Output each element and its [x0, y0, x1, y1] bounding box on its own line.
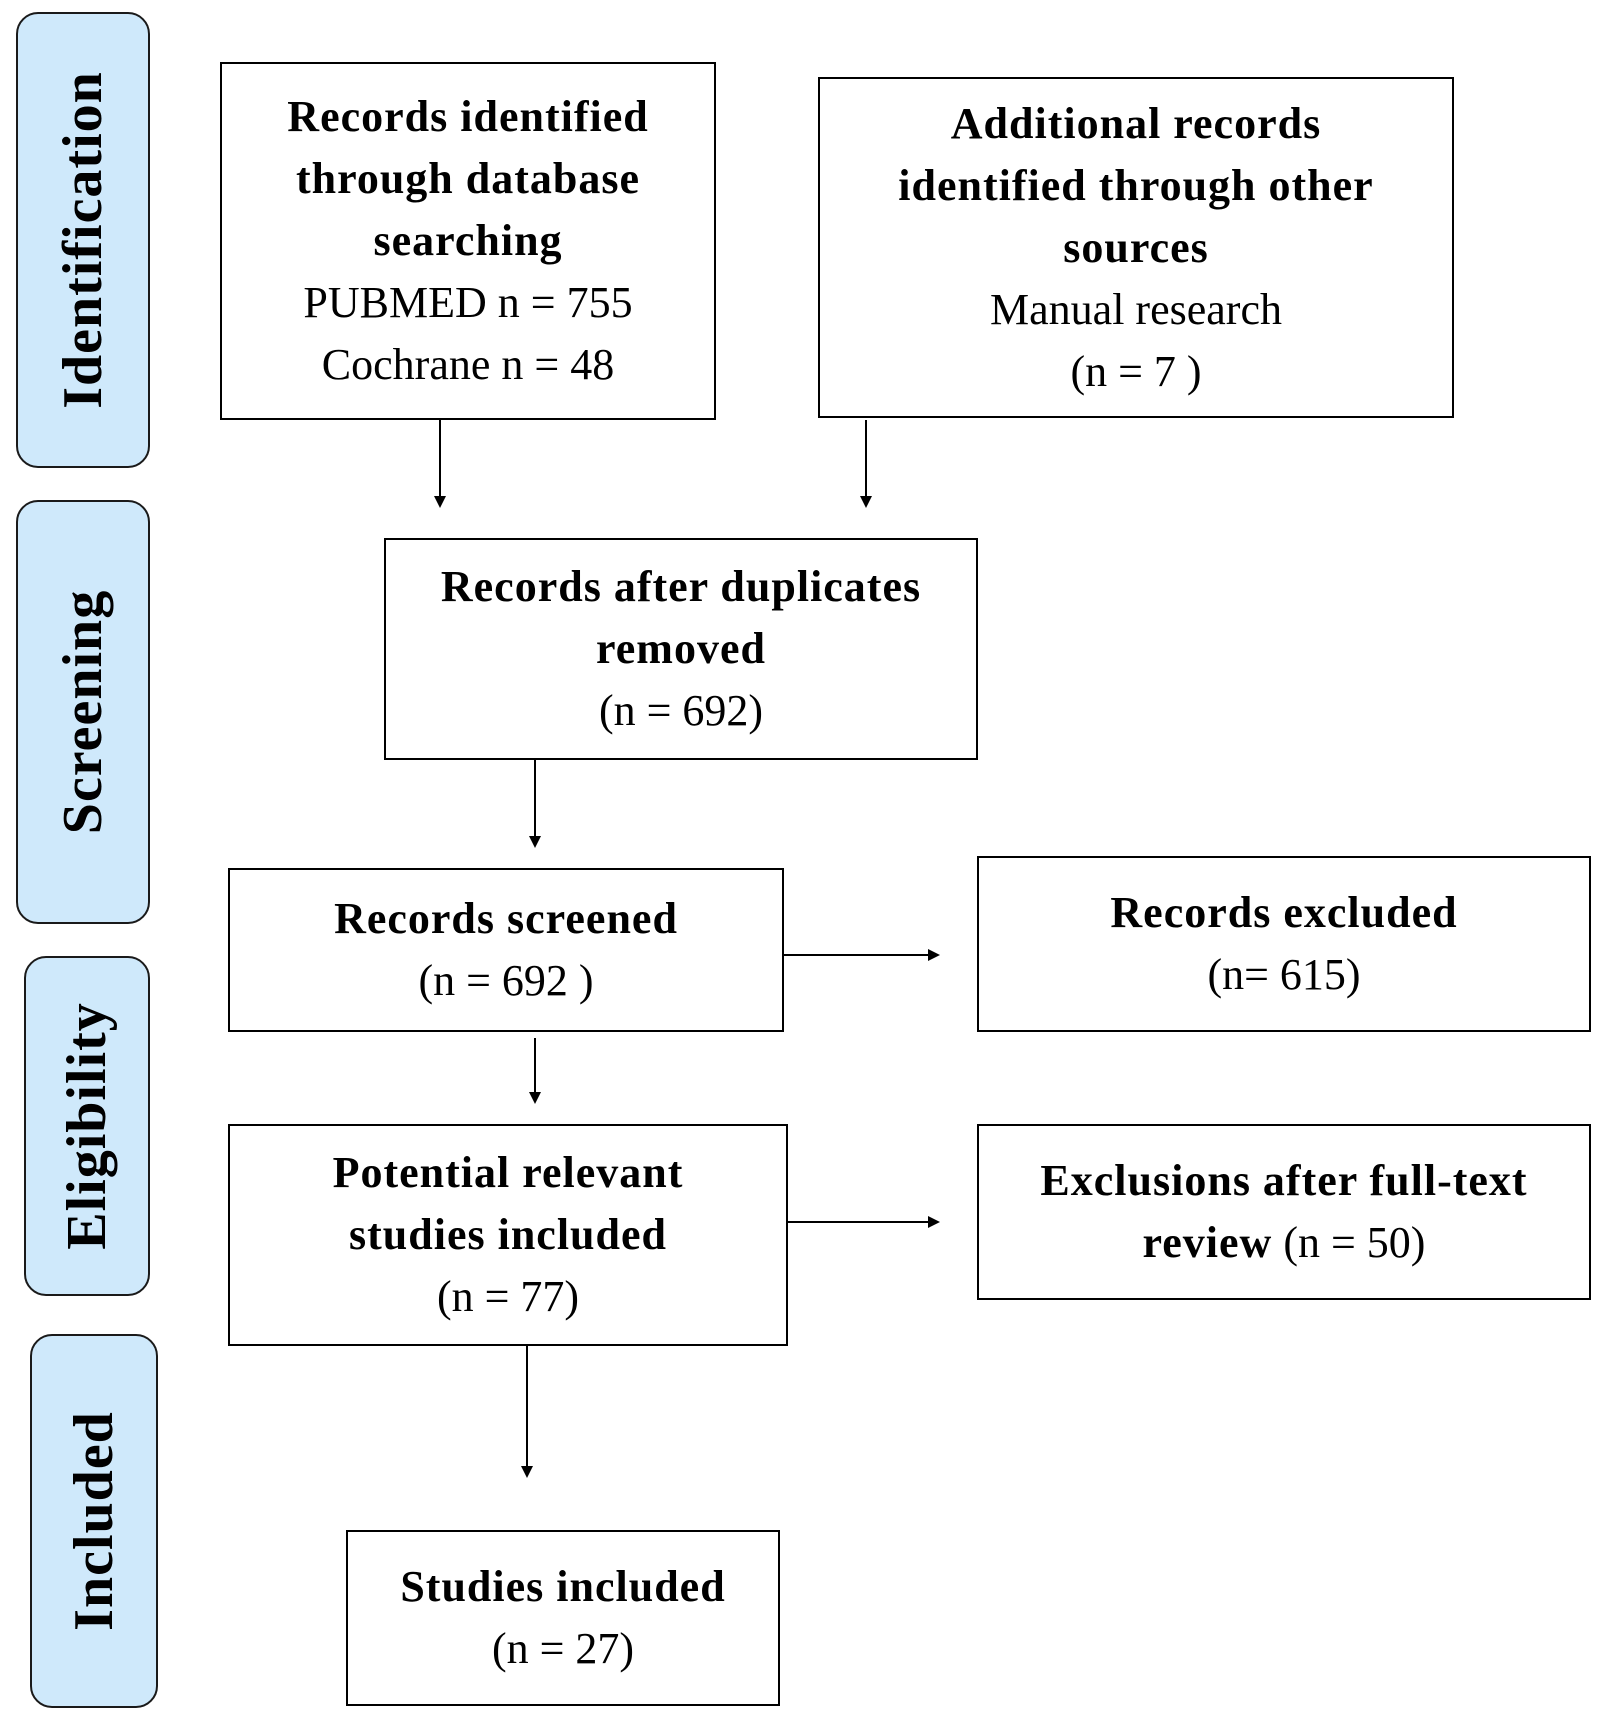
database-title-3: searching — [373, 216, 563, 265]
database-pubmed-count: PUBMED n = 755 — [303, 278, 633, 327]
fulltext-count: (n = 50) — [1272, 1218, 1426, 1267]
box-other-sources: Additional records identified through ot… — [818, 77, 1454, 418]
database-cochrane-count: Cochrane n = 48 — [321, 340, 615, 389]
phase-identification: Identification — [16, 12, 150, 468]
box-database-search: Records identified through database sear… — [220, 62, 716, 420]
screened-title: Records screened — [334, 894, 678, 943]
box-records-excluded: Records excluded (n= 615) — [977, 856, 1591, 1032]
excluded-count: (n= 615) — [1207, 950, 1361, 999]
potential-count: (n = 77) — [436, 1272, 580, 1321]
duplicates-title-1: Records after duplicates — [440, 562, 922, 611]
included-title: Studies included — [400, 1562, 726, 1611]
phase-eligibility: Eligibility — [24, 956, 150, 1296]
other-title-3: sources — [1063, 222, 1209, 272]
fulltext-title-2: review — [1142, 1218, 1273, 1267]
fulltext-line-2: review (n = 50) — [1143, 1212, 1426, 1274]
box-records-screened: Records screened (n = 692 ) — [228, 868, 784, 1032]
phase-screening: Screening — [16, 500, 150, 924]
included-count: (n = 27) — [491, 1624, 635, 1673]
box-studies-included: Studies included (n = 27) — [346, 1530, 780, 1706]
other-manual-research: Manual research — [990, 284, 1282, 334]
fulltext-title-1: Exclusions after full-text — [1040, 1156, 1528, 1205]
box-duplicates-removed: Records after duplicates removed (n = 69… — [384, 538, 978, 760]
potential-title-2: studies included — [349, 1210, 667, 1259]
duplicates-count: (n = 692) — [598, 686, 764, 735]
duplicates-title-2: removed — [596, 624, 766, 673]
screened-count: (n = 692 ) — [418, 956, 594, 1005]
potential-title-1: Potential relevant — [332, 1148, 684, 1197]
excluded-title: Records excluded — [1110, 888, 1458, 937]
other-title-1: Additional records — [950, 98, 1322, 148]
box-fulltext-exclusions: Exclusions after full-text review (n = 5… — [977, 1124, 1591, 1300]
box-potential-relevant: Potential relevant studies included (n =… — [228, 1124, 788, 1346]
database-title-1: Records identified — [287, 92, 649, 141]
phase-included: Included — [30, 1334, 158, 1708]
other-title-2: identified through other — [898, 160, 1374, 210]
other-count: (n = 7 ) — [1070, 346, 1202, 396]
database-title-2: through database — [295, 154, 641, 203]
